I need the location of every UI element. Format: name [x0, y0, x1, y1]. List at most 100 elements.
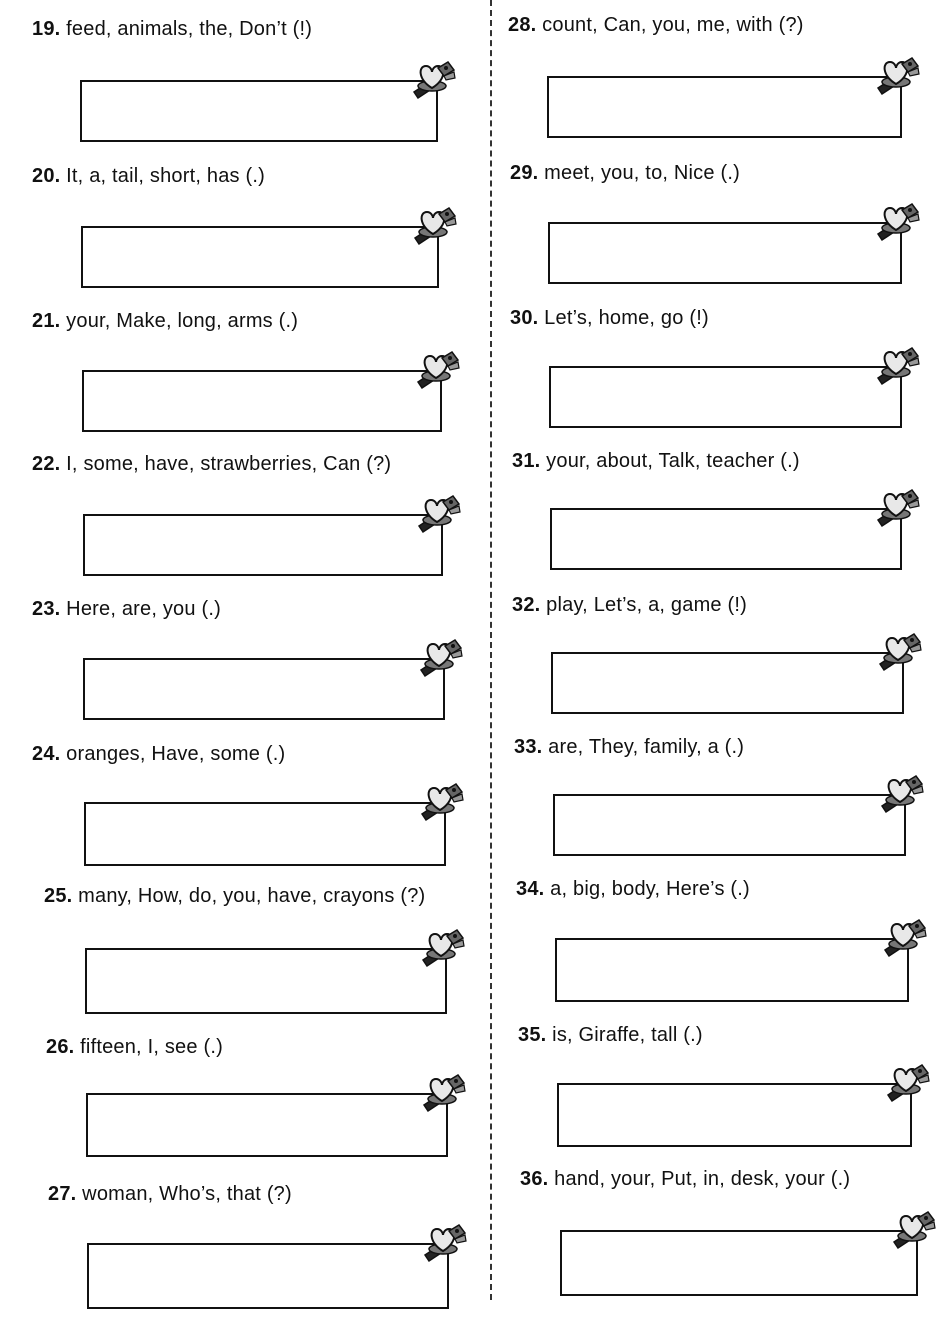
heart-clip-icon — [882, 1061, 932, 1105]
scrambled-words: is, Giraffe, tall — [552, 1024, 678, 1046]
question-text: 24. oranges, Have, some (.) — [32, 743, 285, 766]
question-text: 23. Here, are, you (.) — [32, 598, 221, 621]
question-text: 36. hand, your, Put, in, desk, your (.) — [520, 1168, 850, 1191]
question-text: 22. I, some, have, strawberries, Can (?) — [32, 453, 391, 476]
question-number: 29. — [510, 162, 539, 184]
question-text: 19. feed, animals, the, Don’t (!) — [32, 18, 312, 41]
scrambled-words: your, Make, long, arms — [66, 310, 273, 332]
question-number: 23. — [32, 598, 61, 620]
scrambled-words: woman, Who’s, that — [82, 1183, 262, 1205]
question-text: 20. It, a, tail, short, has (.) — [32, 165, 265, 188]
question-text: 32. play, Let’s, a, game (!) — [512, 594, 747, 617]
question-text: 28. count, Can, you, me, with (?) — [508, 14, 804, 37]
punctuation-hint: (.) — [245, 165, 265, 187]
question-text: 34. a, big, body, Here’s (.) — [516, 878, 750, 901]
scrambled-words: your, about, Talk, teacher — [546, 450, 775, 472]
answer-box[interactable] — [83, 658, 445, 720]
heart-clip-icon — [888, 1208, 938, 1252]
answer-box[interactable] — [85, 948, 447, 1014]
answer-box[interactable] — [82, 370, 442, 432]
punctuation-hint: (?) — [266, 1183, 292, 1205]
answer-box[interactable] — [553, 794, 906, 856]
question-number: 31. — [512, 450, 541, 472]
answer-box[interactable] — [547, 76, 902, 138]
question-number: 34. — [516, 878, 545, 900]
punctuation-hint: (!) — [292, 18, 313, 40]
scrambled-words: meet, you, to, Nice — [544, 162, 715, 184]
heart-clip-icon — [412, 348, 462, 392]
answer-box[interactable] — [80, 80, 438, 142]
heart-clip-icon — [872, 486, 922, 530]
question-text: 21. your, Make, long, arms (.) — [32, 310, 298, 333]
answer-box[interactable] — [84, 802, 446, 866]
scrambled-words: Here, are, you — [66, 598, 196, 620]
question-text: 29. meet, you, to, Nice (.) — [510, 162, 740, 185]
question-number: 24. — [32, 743, 61, 765]
punctuation-hint: (.) — [203, 1036, 223, 1058]
answer-box[interactable] — [87, 1243, 449, 1309]
answer-box[interactable] — [83, 514, 443, 576]
scrambled-words: fifteen, I, see — [80, 1036, 198, 1058]
punctuation-hint: (!) — [727, 594, 748, 616]
question-text: 26. fifteen, I, see (.) — [46, 1036, 223, 1059]
punctuation-hint: (.) — [278, 310, 299, 332]
punctuation-hint: (?) — [366, 453, 392, 475]
answer-box[interactable] — [550, 508, 902, 570]
heart-clip-icon — [419, 1221, 469, 1265]
heart-clip-icon — [413, 492, 463, 536]
column-divider — [490, 0, 492, 1300]
question-text: 33. are, They, family, a (.) — [514, 736, 744, 759]
question-text: 25. many, How, do, you, have, crayons (?… — [44, 885, 425, 908]
answer-box[interactable] — [81, 226, 439, 288]
heart-clip-icon — [872, 200, 922, 244]
scrambled-words: hand, your, Put, in, desk, your — [554, 1168, 825, 1190]
punctuation-hint: (!) — [689, 307, 709, 329]
question-text: 35. is, Giraffe, tall (.) — [518, 1024, 703, 1047]
answer-box[interactable] — [551, 652, 904, 714]
punctuation-hint: (.) — [201, 598, 221, 620]
heart-clip-icon — [408, 58, 458, 102]
question-number: 22. — [32, 453, 61, 475]
heart-clip-icon — [409, 204, 459, 248]
question-text: 31. your, about, Talk, teacher (.) — [512, 450, 800, 473]
heart-clip-icon — [417, 926, 467, 970]
scrambled-words: I, some, have, strawberries, Can — [66, 453, 361, 475]
heart-clip-icon — [416, 780, 466, 824]
answer-box[interactable] — [548, 222, 902, 284]
answer-box[interactable] — [560, 1230, 918, 1296]
heart-clip-icon — [872, 54, 922, 98]
punctuation-hint: (.) — [780, 450, 800, 472]
heart-clip-icon — [872, 344, 922, 388]
answer-box[interactable] — [86, 1093, 448, 1157]
scrambled-words: It, a, tail, short, has — [66, 165, 240, 187]
answer-box[interactable] — [555, 938, 909, 1002]
punctuation-hint: (.) — [730, 878, 750, 900]
scrambled-words: feed, animals, the, Don’t — [66, 18, 287, 40]
punctuation-hint: (?) — [400, 885, 426, 907]
question-number: 28. — [508, 14, 537, 36]
punctuation-hint: (.) — [720, 162, 740, 184]
scrambled-words: play, Let’s, a, game — [546, 594, 722, 616]
punctuation-hint: (.) — [724, 736, 745, 758]
scrambled-words: Let’s, home, go — [544, 307, 684, 329]
answer-box[interactable] — [557, 1083, 912, 1147]
punctuation-hint: (.) — [265, 743, 286, 765]
question-number: 26. — [46, 1036, 75, 1058]
question-number: 30. — [510, 307, 539, 329]
heart-clip-icon — [415, 636, 465, 680]
heart-clip-icon — [418, 1071, 468, 1115]
scrambled-words: count, Can, you, me, with — [542, 14, 773, 36]
scrambled-words: many, How, do, you, have, crayons — [78, 885, 395, 907]
heart-clip-icon — [876, 772, 926, 816]
punctuation-hint: (?) — [778, 14, 804, 36]
question-number: 35. — [518, 1024, 547, 1046]
punctuation-hint: (.) — [830, 1168, 851, 1190]
scrambled-words: oranges, Have, some — [66, 743, 261, 765]
question-number: 27. — [48, 1183, 77, 1205]
question-text: 30. Let’s, home, go (!) — [510, 307, 709, 330]
question-number: 33. — [514, 736, 543, 758]
question-number: 32. — [512, 594, 541, 616]
punctuation-hint: (.) — [683, 1024, 703, 1046]
answer-box[interactable] — [549, 366, 902, 428]
question-number: 25. — [44, 885, 73, 907]
